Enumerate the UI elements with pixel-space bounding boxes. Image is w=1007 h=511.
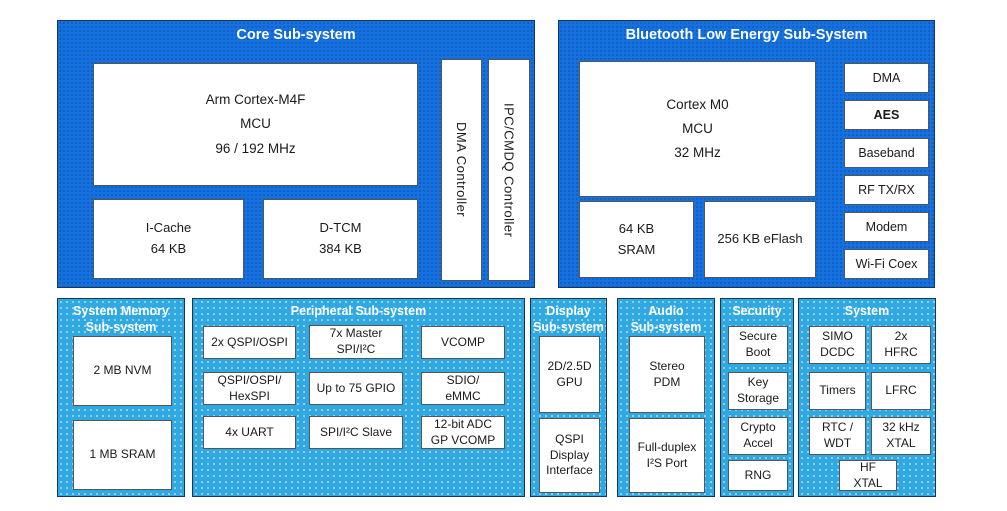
peripheral-subsystem-title: Peripheral Sub-system <box>290 304 427 318</box>
ble-subsystem-title: Bluetooth Low Energy Sub-System <box>625 27 868 43</box>
peripheral-subsystem-panel: Peripheral Sub-system 2x QSPI/OSPI 7x Ma… <box>192 298 525 497</box>
security-panel: Security Secure Boot Key Storage Crypto … <box>720 298 794 497</box>
sram-block: 1 MB SRAM <box>73 420 172 490</box>
xtal-32khz-block: 32 kHz XTAL <box>871 417 931 455</box>
icache-block: I-Cache 64 KB <box>93 199 244 279</box>
ble-wifi-coex-block: Wi-Fi Coex <box>844 249 929 279</box>
rtc-wdt-block: RTC / WDT <box>809 417 866 455</box>
gpu-block: 2D/2.5D GPU <box>539 336 600 413</box>
display-subsystem-title: Display Sub-system <box>533 304 604 335</box>
adc-block: 12-bit ADC GP VCOMP <box>421 416 505 449</box>
key-storage-block: Key Storage <box>728 372 788 410</box>
core-subsystem-title: Core Sub-system <box>236 27 356 43</box>
simo-dcdc-block: SIMO DCDC <box>809 326 866 364</box>
ble-rf-txrx-block: RF TX/RX <box>844 175 929 205</box>
core-subsystem-panel: Core Sub-system Arm Cortex-M4F MCU 96 / … <box>57 20 535 288</box>
i2s-port-block: Full-duplex I²S Port <box>629 418 705 493</box>
ble-modem-block: Modem <box>844 212 929 242</box>
gpio-block: Up to 75 GPIO <box>309 372 403 405</box>
dtcm-block: D-TCM 384 KB <box>263 199 418 279</box>
cortex-m0-block: Cortex M0 MCU 32 MHz <box>579 61 816 197</box>
display-subsystem-panel: Display Sub-system 2D/2.5D GPU QSPI Disp… <box>530 298 607 497</box>
crypto-accel-block: Crypto Accel <box>728 417 788 455</box>
hfrc-block: 2x HFRC <box>871 326 931 364</box>
security-title: Security <box>732 304 782 318</box>
stereo-pdm-block: Stereo PDM <box>629 336 705 413</box>
audio-subsystem-title: Audio Sub-system <box>630 304 702 335</box>
ble-dma-block: DMA <box>844 63 929 93</box>
system-memory-title: System Memory Sub-system <box>73 304 169 335</box>
hf-xtal-block: HF XTAL <box>839 460 897 491</box>
secure-boot-block: Secure Boot <box>728 326 788 364</box>
qspi-display-interface-block: QSPI Display Interface <box>539 418 600 493</box>
rng-block: RNG <box>728 460 788 491</box>
system-memory-panel: System Memory Sub-system 2 MB NVM 1 MB S… <box>57 298 185 497</box>
spi-i2c-slave-block: SPI/I²C Slave <box>309 416 403 449</box>
uart-block: 4x UART <box>203 416 296 449</box>
hexspi-block: QSPI/OSPI/ HexSPI <box>203 372 296 405</box>
system-panel: System SIMO DCDC 2x HFRC Timers LFRC RTC… <box>798 298 936 497</box>
lfrc-block: LFRC <box>871 372 931 410</box>
qspi-ospi-block: 2x QSPI/OSPI <box>203 326 296 359</box>
nvm-block: 2 MB NVM <box>73 336 172 406</box>
audio-subsystem-panel: Audio Sub-system Stereo PDM Full-duplex … <box>617 298 715 497</box>
dma-controller-block: DMA Controller <box>441 59 482 281</box>
ble-eflash-block: 256 KB eFlash <box>704 201 816 278</box>
ble-subsystem-panel: Bluetooth Low Energy Sub-System Cortex M… <box>558 20 935 288</box>
ble-aes-block: AES <box>844 100 929 130</box>
sdio-emmc-block: SDIO/ eMMC <box>421 372 505 405</box>
ipc-cmdq-controller-block: IPC/CMDQ Controller <box>488 59 530 281</box>
vcomp-block: VCOMP <box>421 326 505 359</box>
ble-sram-block: 64 KB SRAM <box>579 201 694 278</box>
system-title: System <box>844 304 890 318</box>
ble-baseband-block: Baseband <box>844 138 929 168</box>
arm-cortex-m4f-block: Arm Cortex-M4F MCU 96 / 192 MHz <box>93 63 418 186</box>
timers-block: Timers <box>809 372 866 410</box>
master-spi-i2c-block: 7x Master SPI/I²C <box>309 325 403 359</box>
